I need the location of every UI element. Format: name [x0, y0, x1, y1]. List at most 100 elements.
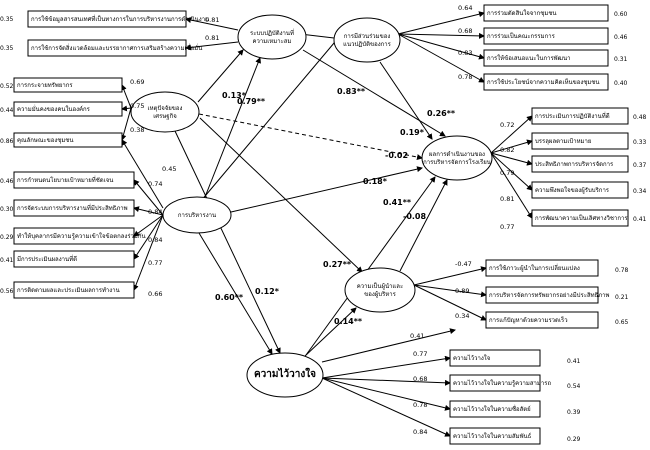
item-participation-3-label: การใช้ประโยชน์จากความคิดเห็นของชุมชน: [487, 77, 599, 86]
error-mgmt-3: 0.41: [0, 257, 14, 264]
edge-leadership-item-1: [413, 284, 487, 298]
item-leadership-0-label: การใช้ภาวะผู้นำในการเปลี่ยนแปลง: [489, 264, 580, 272]
path-mgmt-participation: [194, 29, 346, 209]
item-leadership-1-box: [485, 286, 599, 304]
edge-participation-item-3: [397, 33, 485, 83]
coef-trust-outcome: 0.41**: [383, 198, 412, 207]
loading-system-1: 0.81: [205, 34, 219, 42]
item-trust-4-box: [449, 427, 541, 445]
edge-trust-item-3: [321, 377, 451, 411]
edge-mgmt-item-4: [133, 214, 164, 260]
path-system-outcome: [302, 49, 446, 137]
loading-outcome-2: 0.79: [500, 169, 514, 177]
error-participation-3: 0.40: [614, 80, 628, 87]
error-system-0: 0.35: [0, 16, 14, 23]
edge-econ-item-1: [121, 105, 132, 112]
item-trust-2-box: [449, 374, 541, 392]
item-trust-3-box: [449, 400, 541, 418]
loading-econ-2: 0.38: [130, 126, 144, 134]
coef-econ-system: 0.13*: [222, 91, 247, 100]
loading-trust-0: 0.41: [410, 332, 424, 340]
item-econ-1-label: ความมั่นคงของคนในองค์กร: [17, 105, 91, 113]
path-econ-leadership: [199, 117, 363, 273]
error-outcome-0: 0.48: [633, 114, 647, 121]
error-system-1: 0.35: [0, 45, 14, 52]
item-econ-1-box: [13, 101, 123, 117]
loading-outcome-4: 0.77: [500, 223, 514, 231]
error-trust-1: 0.54: [567, 383, 581, 390]
loading-mgmt-2: 0.84: [148, 208, 162, 216]
error-mgmt-0: 0.46: [0, 178, 14, 185]
item-mgmt-3-label: ทำให้บุคลากรมีความรู้ความเข้าใจข้อตกลงร่…: [17, 232, 146, 240]
item-leadership-0-box: [485, 259, 599, 277]
edge-trust-item-2: [321, 377, 451, 386]
loading-outcome-0: 0.72: [500, 121, 514, 129]
edges-layer: [120, 11, 533, 437]
error-mgmt-2: 0.29: [0, 234, 14, 241]
loading-leadership-0: -0.47: [455, 260, 472, 268]
edge-mgmt-item-5: [133, 214, 164, 291]
error-leadership-2: 0.65: [615, 319, 629, 326]
latent-system-text: ระบบปฏิบัติงานที่: [250, 29, 294, 37]
latent-trust-ellipse: [246, 352, 324, 398]
path-participation-outcome: [379, 61, 433, 140]
loading-mgmt-0: 0.45: [162, 165, 176, 173]
error-trust-2: 0.39: [567, 409, 581, 416]
item-mgmt-5-label: การติดตามผลและประเมินผลการทำงาน: [17, 287, 120, 294]
edge-outcome-item-0: [490, 115, 533, 154]
latent-leadership-text: ความเป็นผู้นำและ: [357, 281, 403, 290]
coef-mgmt-outcome: 0.18*: [363, 177, 388, 186]
coef-mgmt-system: 0.79**: [237, 97, 266, 106]
item-outcome-1-label: บรรลุผลตามเป้าหมาย: [535, 138, 591, 145]
error-econ-0: 0.52: [0, 83, 14, 90]
edge-system-item-1: [185, 41, 239, 51]
item-mgmt-1-label: การกำหนดนโยบายเป้าหมายที่ชัดเจน: [17, 176, 113, 184]
latent-leadership-text: ของผู้บริหาร: [364, 291, 397, 298]
loading-leadership-1: 0.89: [455, 287, 469, 295]
item-trust-1-box: [449, 349, 541, 367]
latent-outcome-text: การบริหารจัดการโรงเรียน: [423, 158, 491, 166]
item-participation-0-box: [483, 4, 609, 22]
edge-trust-item-4: [321, 377, 451, 437]
path-trust-leadership: [304, 307, 357, 357]
item-trust-1-label: ความไว้วางใจ: [453, 354, 490, 362]
edge-participation-item-2: [397, 33, 485, 60]
coef-participation-outcome: 0.19*: [400, 128, 425, 137]
latent-outcome-ellipse: [421, 135, 493, 181]
error-participation-2: 0.31: [614, 56, 628, 63]
loading-trust-4: 0.84: [413, 428, 427, 436]
loading-econ-1: 0.75: [130, 102, 144, 110]
error-outcome-2: 0.37: [633, 162, 647, 169]
item-econ-2-box: [13, 132, 123, 148]
loading-mgmt-4: 0.77: [148, 259, 162, 267]
path-mgmt-system: [204, 57, 261, 198]
item-mgmt-4-box: [13, 250, 135, 268]
latent-system-ellipse: [237, 14, 307, 60]
loading-trust-3: 0.78: [413, 401, 427, 409]
error-participation-0: 0.60: [614, 11, 628, 18]
latent-mgmt-text: การบริหารงาน: [178, 212, 216, 219]
path-leadership-outcome: [399, 179, 448, 272]
nodes-layer: [13, 4, 629, 445]
item-outcome-4-box: [531, 209, 629, 227]
item-trust-2-label: ความไว้วางใจในความรู้ความสามารถ: [453, 379, 551, 387]
loading-system-0: 0.81: [205, 16, 219, 24]
path-econ-outcome: [198, 113, 423, 160]
edge-outcome-item-4: [490, 152, 533, 219]
edge-participation-item-1: [397, 32, 485, 39]
item-outcome-0-box: [531, 107, 629, 125]
error-leadership-0: 0.78: [615, 267, 629, 274]
path-econ-trust: [174, 130, 281, 354]
error-mgmt-4: 0.56: [0, 288, 14, 295]
edge-trust-item-0: [321, 328, 456, 363]
loading-mgmt-5: 0.66: [148, 290, 162, 298]
latent-participation-text: แนวปฏิบัติของการ: [343, 41, 392, 48]
latent-system-text: ความเหมาะสม: [253, 38, 292, 45]
item-mgmt-5-box: [13, 281, 135, 299]
item-outcome-1-box: [531, 132, 629, 150]
error-outcome-3: 0.34: [633, 188, 647, 195]
loading-participation-1: 0.68: [458, 27, 472, 35]
edge-leadership-item-2: [413, 284, 487, 321]
loading-leadership-2: 0.34: [455, 312, 469, 320]
